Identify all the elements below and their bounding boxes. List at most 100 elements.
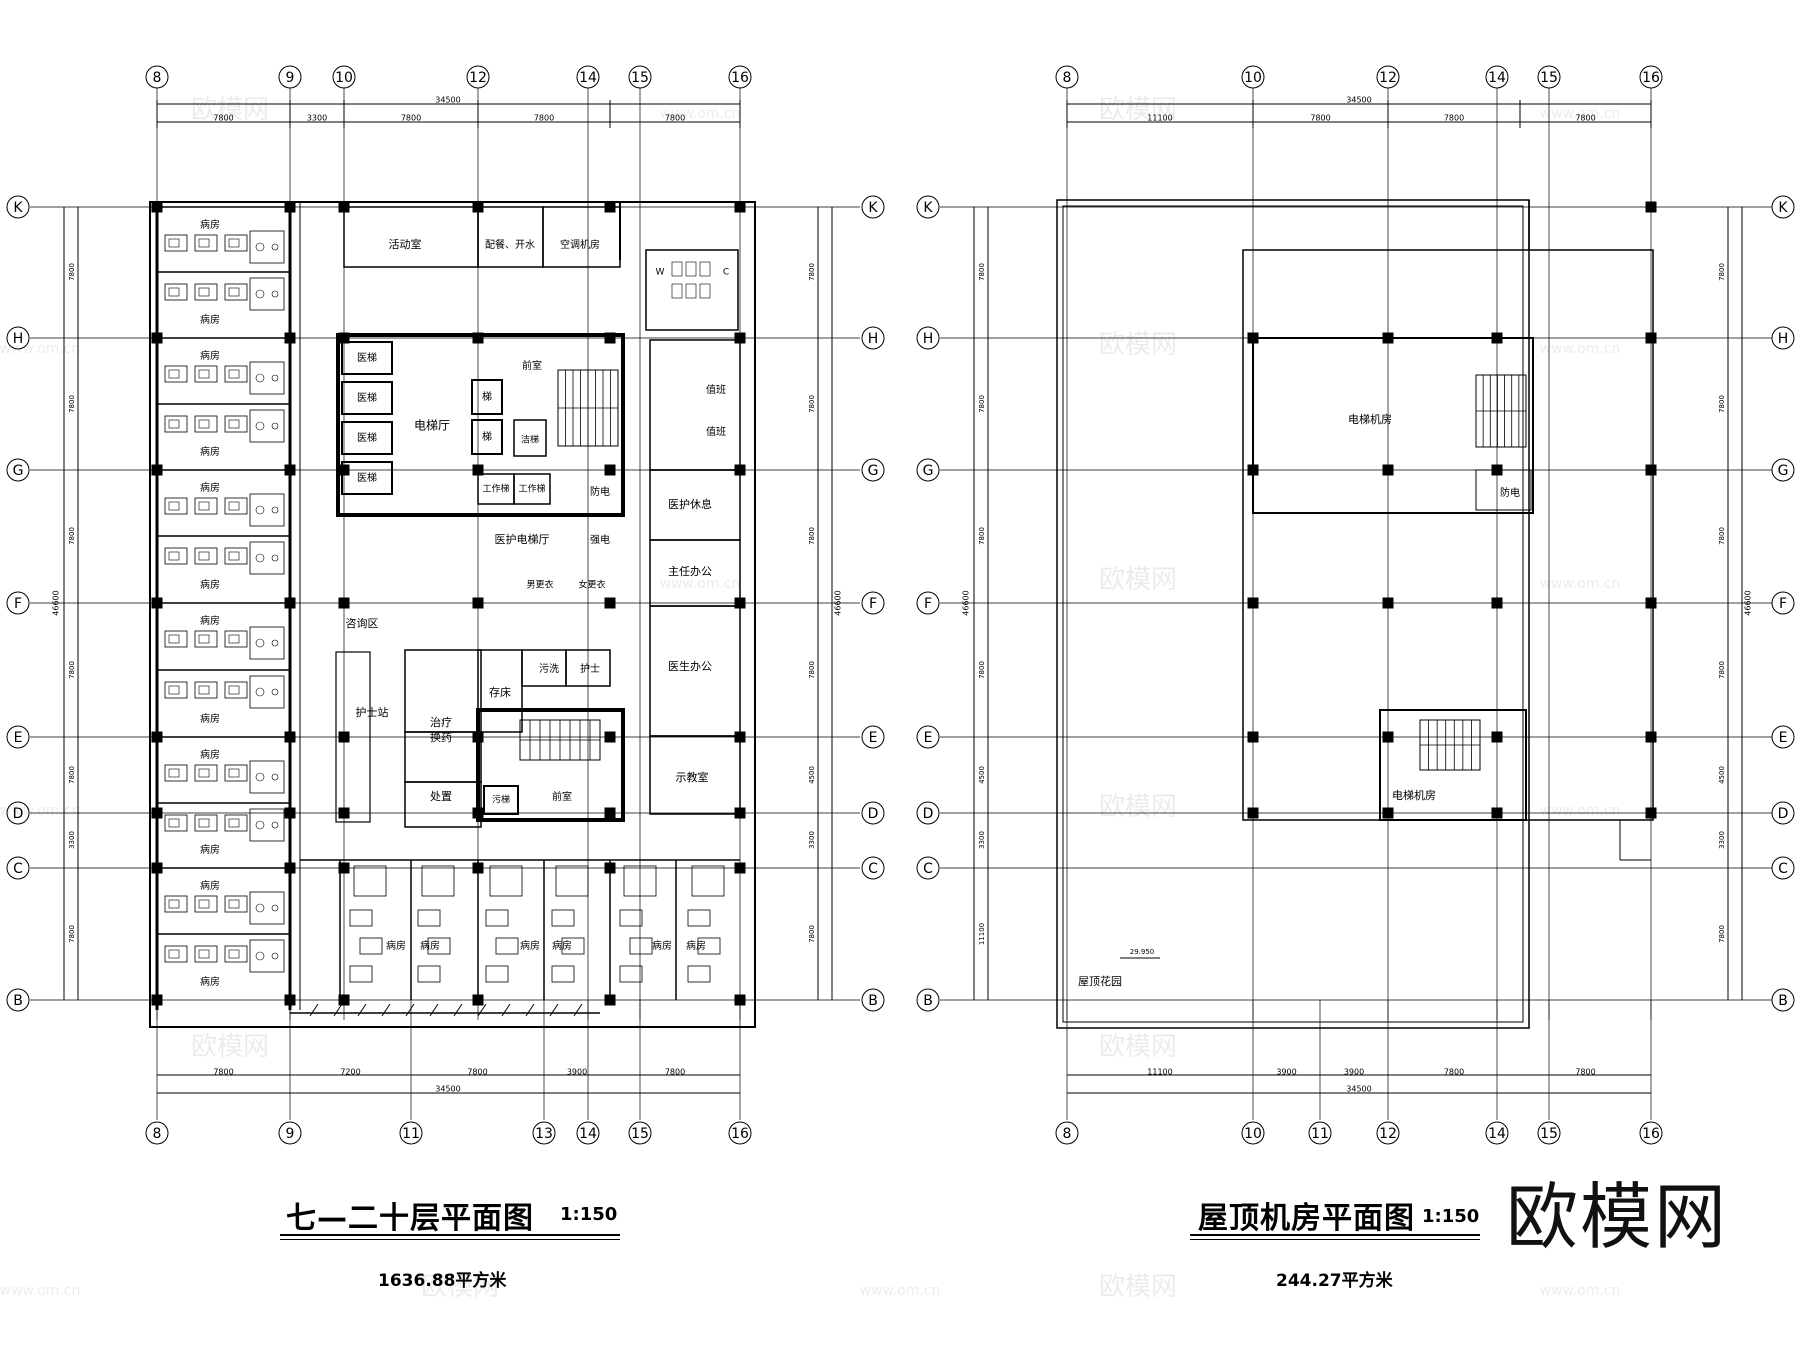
ward-label: 病房 bbox=[200, 712, 220, 725]
axis-15 bbox=[628, 1121, 652, 1145]
bed bbox=[164, 497, 188, 515]
room-female-label: 女更衣 bbox=[578, 579, 605, 591]
watermark-url: www.om.cn bbox=[0, 341, 80, 357]
column bbox=[151, 597, 163, 609]
column bbox=[338, 464, 350, 476]
bed bbox=[194, 764, 218, 782]
bed bbox=[164, 764, 188, 782]
column bbox=[284, 731, 296, 743]
dim-bottom: 7800 bbox=[467, 1068, 487, 1077]
axis-K bbox=[916, 195, 940, 219]
wc-block bbox=[623, 865, 657, 897]
basin bbox=[271, 821, 279, 829]
pillow bbox=[198, 818, 210, 828]
column bbox=[1645, 731, 1657, 743]
room-disposal-label: 处置 bbox=[430, 790, 452, 803]
basin bbox=[271, 506, 279, 514]
bed bbox=[164, 415, 188, 433]
column bbox=[1645, 597, 1657, 609]
room-male-label: 男更衣 bbox=[526, 579, 553, 591]
bed bbox=[164, 234, 188, 252]
ward-label: 病房 bbox=[200, 481, 220, 494]
core-wall bbox=[336, 333, 625, 517]
axis-E-right-label: E bbox=[869, 730, 878, 746]
dim-left: 7800 bbox=[68, 766, 76, 784]
wc-block bbox=[249, 409, 285, 443]
watermark-url: www.om.cn bbox=[0, 803, 80, 819]
room-elec-label: 防电 bbox=[590, 485, 610, 498]
axis-K bbox=[6, 195, 30, 219]
bed bbox=[164, 945, 188, 963]
column bbox=[338, 807, 350, 819]
axis-11-label: 11 bbox=[1311, 1126, 1329, 1142]
pillow bbox=[228, 287, 240, 297]
wc-block bbox=[249, 760, 285, 794]
column bbox=[1247, 597, 1259, 609]
dim-total-left: 46600 bbox=[962, 590, 971, 615]
axis-10 bbox=[1241, 1121, 1265, 1145]
toilet-stall bbox=[685, 261, 697, 277]
axis-F-right-label: F bbox=[869, 596, 877, 612]
axis-8 bbox=[145, 65, 169, 89]
axis-15 bbox=[1537, 65, 1561, 89]
column bbox=[1491, 332, 1503, 344]
bed bbox=[194, 681, 218, 699]
column bbox=[472, 597, 484, 609]
room-machine-label: 电梯机房 bbox=[1348, 412, 1392, 426]
axis-13 bbox=[532, 1121, 556, 1145]
axis-11 bbox=[399, 1121, 423, 1145]
watermark: 欧模网 bbox=[421, 1272, 499, 1302]
axis-F-right-label: F bbox=[1779, 596, 1787, 612]
column bbox=[151, 464, 163, 476]
dim-right: 7800 bbox=[1718, 661, 1726, 679]
pillow bbox=[198, 551, 210, 561]
machine-room-outline bbox=[1242, 249, 1654, 821]
wc-block bbox=[249, 891, 285, 925]
column bbox=[1382, 332, 1394, 344]
ward-bottom-label: 病房 bbox=[420, 939, 440, 952]
column bbox=[604, 731, 616, 743]
axis-8-label: 8 bbox=[153, 70, 162, 86]
toilet bbox=[255, 820, 265, 830]
room-duty bbox=[649, 339, 741, 471]
axis-14 bbox=[576, 65, 600, 89]
basin bbox=[271, 374, 279, 382]
room-staff-rest-label: 医护休息 bbox=[668, 497, 712, 511]
axis-15 bbox=[1537, 1121, 1561, 1145]
dim-left: 7800 bbox=[68, 925, 76, 943]
watermark: 欧模网 bbox=[1099, 792, 1177, 822]
dim-right: 7800 bbox=[1718, 395, 1726, 413]
roof-garden-label: 屋顶花园 bbox=[1078, 975, 1122, 988]
plan-scale-roof: 1:150 bbox=[1422, 1206, 1480, 1227]
machine-room bbox=[1252, 337, 1534, 514]
pillow bbox=[168, 369, 180, 379]
axis-K-right-label: K bbox=[868, 200, 878, 216]
hatch bbox=[429, 1003, 439, 1017]
bed bbox=[224, 764, 248, 782]
axis-15-label: 15 bbox=[1540, 1126, 1558, 1142]
ward-label: 病房 bbox=[200, 879, 220, 892]
axis-H-right-label: H bbox=[1778, 331, 1789, 347]
dim-bottom: 7800 bbox=[665, 1068, 685, 1077]
bed-elevator bbox=[341, 341, 393, 375]
bed bbox=[224, 365, 248, 383]
dim-right: 4500 bbox=[1718, 766, 1726, 784]
column bbox=[1382, 597, 1394, 609]
axis-C-label: C bbox=[13, 861, 23, 877]
axis-D-right-label: D bbox=[868, 806, 879, 822]
bed bbox=[194, 283, 218, 301]
column bbox=[338, 731, 350, 743]
toilet bbox=[255, 951, 265, 961]
bed bbox=[164, 547, 188, 565]
bed bbox=[417, 909, 441, 927]
axis-16 bbox=[1639, 65, 1663, 89]
pillow bbox=[168, 501, 180, 511]
column bbox=[284, 464, 296, 476]
plan-area-floor: 1636.88平方米 bbox=[378, 1271, 507, 1291]
pillow bbox=[198, 419, 210, 429]
pillow bbox=[228, 501, 240, 511]
axis-16 bbox=[1639, 1121, 1663, 1145]
axis-15-label: 15 bbox=[631, 70, 649, 86]
room-pantry bbox=[477, 206, 544, 268]
